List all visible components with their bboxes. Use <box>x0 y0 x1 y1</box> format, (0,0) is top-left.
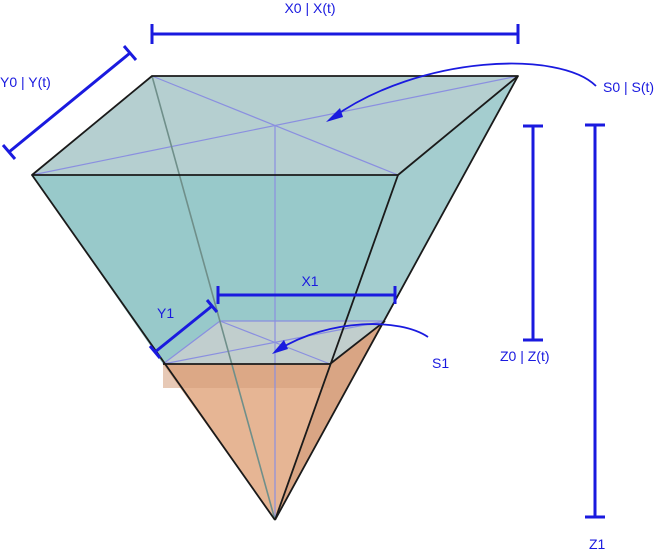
lower-pyramid-band <box>163 364 330 388</box>
s1-arrow-head <box>272 340 288 354</box>
z1-label: Z1 <box>589 536 606 552</box>
inner-lines <box>31 75 519 520</box>
s0-label: S0 | S(t) <box>603 79 654 95</box>
pointer-arrows <box>277 62 597 351</box>
s1-right-edge <box>329 320 386 365</box>
dimension-lines <box>1 24 605 519</box>
front-right-edge <box>274 174 399 521</box>
outer-edges <box>31 75 519 521</box>
s0-pointer-curve <box>331 62 597 119</box>
frustum-front-face <box>32 175 398 364</box>
y1-tick-low <box>148 345 162 359</box>
top-diagonal-b <box>31 75 519 176</box>
y0-dimension-line <box>8 51 131 154</box>
s1-pointer-curve <box>277 323 429 351</box>
s1-diagonal-b <box>162 320 386 365</box>
y1-label: Y1 <box>157 305 174 321</box>
y0-tick-low <box>1 144 17 160</box>
z0-label: Z0 | Z(t) <box>500 348 550 364</box>
y1-tick-high <box>205 299 219 313</box>
y1-dimension-line <box>154 304 213 354</box>
s1-label: S1 <box>432 355 449 371</box>
left-edge <box>31 174 276 521</box>
x1-label: X1 <box>301 273 318 289</box>
hidden-back-edge <box>151 75 276 521</box>
s0-arrow-head <box>326 108 343 122</box>
y0-label: Y0 | Y(t) <box>0 74 51 90</box>
x0-label: X0 | X(t) <box>284 0 335 16</box>
y0-tick-high <box>122 45 138 61</box>
s1-left-edge <box>162 320 221 365</box>
frustum-right-face <box>330 76 518 364</box>
